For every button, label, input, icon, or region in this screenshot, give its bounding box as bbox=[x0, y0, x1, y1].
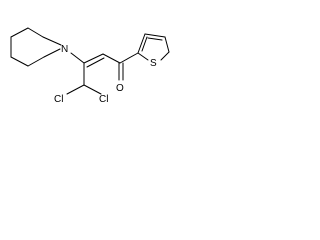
sulfur-label: S bbox=[150, 58, 157, 69]
piperidine-ring bbox=[10, 27, 62, 67]
ring-bond bbox=[147, 37, 163, 41]
alkene-bond bbox=[83, 53, 104, 64]
ring-bond bbox=[160, 51, 170, 61]
ring-bond bbox=[43, 48, 61, 58]
chlorine-label-right: Cl bbox=[99, 94, 108, 105]
ring-bond bbox=[137, 33, 146, 54]
n-c-bond bbox=[70, 52, 85, 64]
chemical-structure-diagram: N O S Cl Cl bbox=[10, 27, 170, 105]
ring-bond bbox=[144, 33, 166, 38]
carbonyl-group bbox=[118, 62, 124, 81]
ring-bond bbox=[10, 27, 29, 38]
c-thiophene-bond bbox=[119, 52, 139, 64]
oxygen-label: O bbox=[116, 83, 124, 94]
ring-bond bbox=[141, 36, 148, 52]
nitrogen-label: N bbox=[61, 44, 68, 55]
c-cl-bond bbox=[83, 84, 102, 95]
ring-bond bbox=[27, 56, 45, 67]
ring-bond bbox=[137, 52, 149, 61]
ring-bond bbox=[27, 27, 44, 38]
alkene-double-bond bbox=[83, 53, 105, 68]
ring-bond bbox=[10, 56, 29, 67]
thiophene-ring bbox=[137, 33, 170, 61]
chlorine-label-left: Cl bbox=[54, 94, 63, 105]
alkene-bond bbox=[86, 57, 105, 68]
c-cl-bond bbox=[66, 84, 85, 95]
c-c-bond bbox=[102, 53, 121, 64]
ring-bond bbox=[42, 36, 62, 46]
ring-bond bbox=[164, 36, 170, 53]
